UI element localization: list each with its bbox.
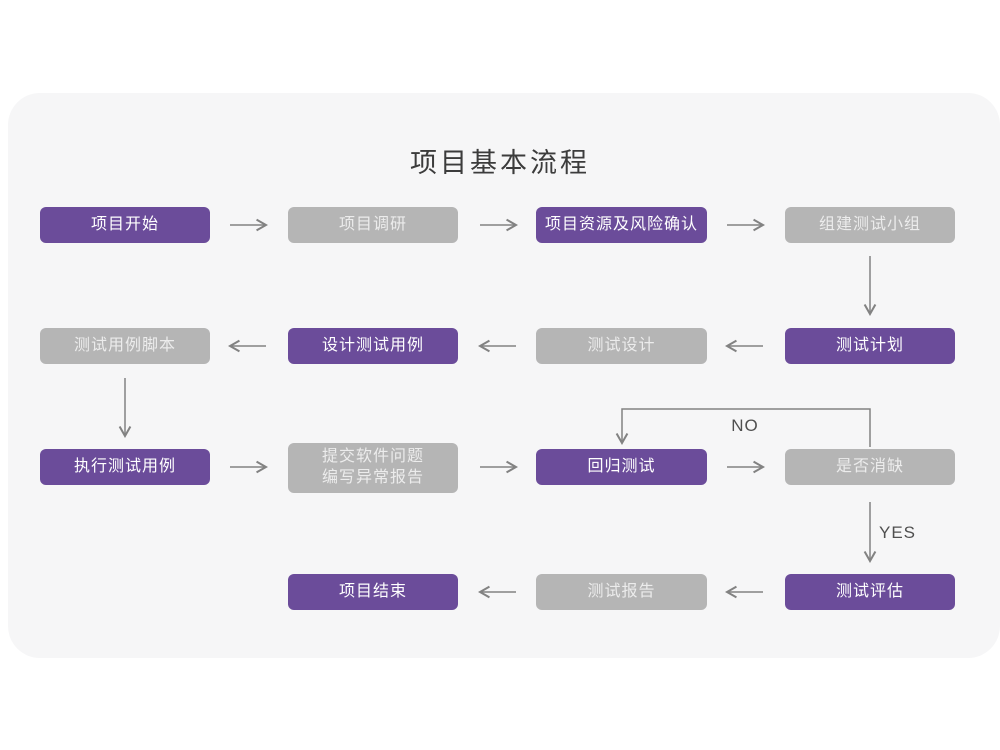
flow-node-project-end: 项目结束 [288, 574, 458, 610]
flow-node-test-design: 测试设计 [536, 328, 707, 364]
flow-node-project-research: 项目调研 [288, 207, 458, 243]
flow-node-project-start: 项目开始 [40, 207, 210, 243]
page-title: 项目基本流程 [410, 148, 590, 178]
flow-node-resource-risk-confirm: 项目资源及风险确认 [536, 207, 707, 243]
flow-node-regression-test: 回归测试 [536, 449, 707, 485]
flow-node-test-evaluation: 测试评估 [785, 574, 955, 610]
flow-node-test-plan: 测试计划 [785, 328, 955, 364]
flow-node-execute-test-cases: 执行测试用例 [40, 449, 210, 485]
branch-label-no: NO [731, 416, 759, 435]
branch-label-yes: YES [879, 523, 917, 542]
flow-node-design-test-cases: 设计测试用例 [288, 328, 458, 364]
flow-node-test-case-scripts: 测试用例脚本 [40, 328, 210, 364]
flow-node-build-test-team: 组建测试小组 [785, 207, 955, 243]
flow-node-submit-issues-report: 提交软件问题 编写异常报告 [288, 443, 458, 493]
flowchart-card [8, 93, 1000, 658]
flow-node-test-report: 测试报告 [536, 574, 707, 610]
flow-node-defect-cleared-check: 是否消缺 [785, 449, 955, 485]
